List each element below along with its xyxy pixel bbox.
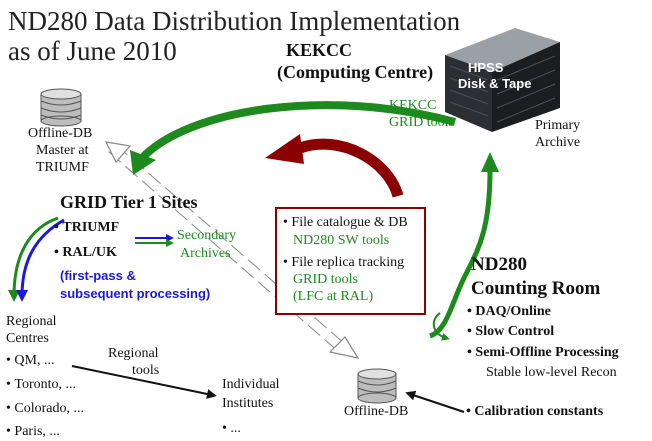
offline-db-master-line2: Master at <box>36 143 89 158</box>
page-title-line2: as of June 2010 <box>8 36 177 66</box>
hpss-label-line1: HPSS <box>468 60 504 75</box>
catalogue-item2-tool-line1: GRID tools <box>293 272 358 287</box>
hpss-label-line2: Disk & Tape <box>458 76 532 91</box>
counting-room-line1: ND280 <box>471 254 527 275</box>
tier1-heading: GRID Tier 1 Sites <box>60 192 198 212</box>
green-arrowhead-archive <box>481 152 499 172</box>
regional-tools-line1: Regional <box>108 346 159 361</box>
primary-archive-line1: Primary <box>535 118 581 133</box>
tier1-site-ral: RAL/UK <box>54 245 116 261</box>
offline-db-master-icon <box>40 88 82 127</box>
catalogue-item1-tool: ND280 SW tools <box>293 233 390 248</box>
green-arrowhead-tier1 <box>130 150 156 175</box>
regional-tools-line2: tools <box>132 363 160 378</box>
offline-db-master-line1: Offline-DB <box>28 126 93 141</box>
counting-room-item-daq: DAQ/Online <box>467 304 550 320</box>
catalogue-box: File catalogue & DB ND280 SW tools File … <box>275 207 426 315</box>
counting-room-item-slow-control: Slow Control <box>467 324 554 340</box>
primary-archive-line2: Archive <box>535 135 581 150</box>
calibration-constants: Calibration constants <box>466 404 603 420</box>
regional-centres-line2: Centres <box>6 331 49 346</box>
catalogue-item2-tool-line2: (LFC at RAL) <box>293 289 374 304</box>
offline-db-icon <box>357 368 397 404</box>
offline-db-label: Offline-DB <box>344 404 409 419</box>
secondary-archives-line1: Secondary <box>177 228 237 243</box>
tier1-processing-line2: subsequent processing) <box>60 286 211 301</box>
counting-room-note: Stable low-level Recon <box>486 365 617 380</box>
counting-room-line2: Counting Room <box>471 278 601 299</box>
kekcc-name: KEKCC <box>286 40 353 60</box>
regional-item: Paris, ... <box>6 424 60 440</box>
secondary-archives-line2: Archives <box>180 246 231 261</box>
kekcc-grid-tools-line1: KEKCC <box>389 98 437 113</box>
page-title-line1: ND280 Data Distribution Implementation <box>8 6 461 36</box>
regional-item: Toronto, ... <box>6 377 76 393</box>
tier1-site-triumf: TRIUMF <box>54 220 119 236</box>
institutes-line1: Individual <box>222 377 280 392</box>
tier1-processing-line1: (first-pass & <box>60 268 136 283</box>
db-replication-arrowhead-top <box>104 141 132 164</box>
catalogue-item2: File replica tracking <box>283 255 404 271</box>
catalogue-item1: File catalogue & DB <box>283 215 407 231</box>
hpss-server-icon <box>445 28 560 132</box>
counting-room-item-semi-offline: Semi-Offline Processing <box>467 345 618 361</box>
regional-item: QM, ... <box>6 353 54 369</box>
regional-item: Colorado, ... <box>6 401 84 417</box>
regional-centres-line1: Regional <box>6 314 57 329</box>
offline-db-master-line3: TRIUMF <box>36 160 89 175</box>
red-arrowhead <box>265 134 304 164</box>
db-replication-arrowhead-bottom <box>328 336 360 359</box>
institutes-line2: Institutes <box>222 396 274 411</box>
kekcc-grid-tools-line2: GRID tools <box>389 115 454 130</box>
institutes-item: ... <box>222 421 241 437</box>
kekcc-subtitle: (Computing Centre) <box>277 62 434 82</box>
